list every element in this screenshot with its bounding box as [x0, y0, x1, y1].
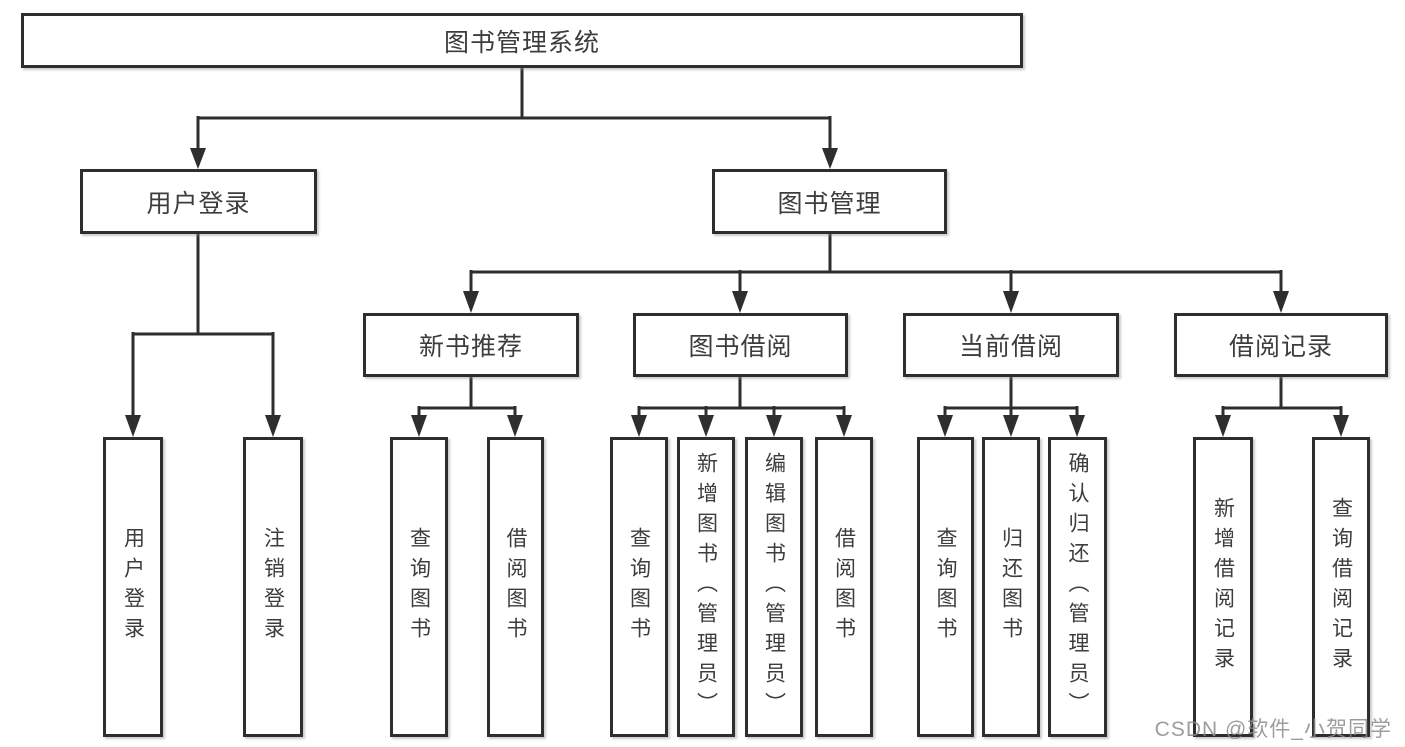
leaf-add-book-admin-label: 新增图书（管理员）: [694, 452, 718, 722]
leaf-confirm-return-admin: 确认归还（管理员）: [1048, 437, 1107, 737]
leaf-logout-label: 注销登录: [261, 527, 285, 647]
leaf-query-book-borrow: 查询图书: [610, 437, 668, 737]
leaf-borrow-book-label: 借阅图书: [832, 527, 856, 647]
node-book-borrow-label: 图书借阅: [688, 333, 793, 361]
leaf-user-login-label: 用户登录: [121, 527, 145, 647]
node-new-book-recommend-label: 新书推荐: [418, 333, 523, 361]
leaf-query-borrow-record-label: 查询借阅记录: [1329, 497, 1353, 677]
leaf-borrow-book-recommend: 借阅图书: [487, 437, 544, 737]
arrowheads: [125, 148, 1349, 437]
leaf-return-book: 归还图书: [982, 437, 1040, 737]
node-root-label: 图书管理系统: [443, 28, 600, 57]
leaf-query-book-current-label: 查询图书: [934, 527, 957, 647]
leaf-query-borrow-record: 查询借阅记录: [1312, 437, 1370, 737]
node-book-borrow: 图书借阅: [633, 313, 848, 377]
node-borrow-records: 借阅记录: [1174, 313, 1388, 377]
connector-segments: [131, 68, 1343, 417]
node-user-login-module-label: 用户登录: [146, 189, 251, 218]
leaf-add-book-admin: 新增图书（管理员）: [677, 437, 735, 737]
leaf-borrow-book: 借阅图书: [815, 437, 873, 737]
leaf-query-book-current: 查询图书: [917, 437, 974, 737]
leaf-edit-book-admin-label: 编辑图书（管理员）: [762, 452, 786, 722]
node-book-management-module-label: 图书管理: [777, 189, 882, 218]
leaf-confirm-return-admin-label: 确认归还（管理员）: [1066, 452, 1089, 722]
node-book-management-module: 图书管理: [712, 169, 947, 234]
leaf-query-book-recommend: 查询图书: [390, 437, 448, 737]
leaf-user-login: 用户登录: [103, 437, 163, 737]
leaf-logout: 注销登录: [243, 437, 303, 737]
node-user-login-module: 用户登录: [80, 169, 317, 234]
leaf-query-book-borrow-label: 查询图书: [627, 527, 651, 647]
node-root: 图书管理系统: [21, 13, 1023, 68]
watermark: CSDN @软件_小贺同学: [1154, 718, 1392, 741]
node-borrow-records-label: 借阅记录: [1228, 333, 1333, 361]
leaf-add-borrow-record: 新增借阅记录: [1193, 437, 1253, 737]
node-new-book-recommend: 新书推荐: [363, 313, 579, 377]
leaf-borrow-book-recommend-label: 借阅图书: [504, 527, 527, 647]
node-current-borrow: 当前借阅: [903, 313, 1119, 377]
leaf-query-book-recommend-label: 查询图书: [407, 527, 431, 647]
leaf-edit-book-admin: 编辑图书（管理员）: [745, 437, 803, 737]
node-current-borrow-label: 当前借阅: [958, 333, 1063, 361]
leaf-return-book-label: 归还图书: [999, 527, 1023, 647]
leaf-add-borrow-record-label: 新增借阅记录: [1211, 497, 1235, 677]
